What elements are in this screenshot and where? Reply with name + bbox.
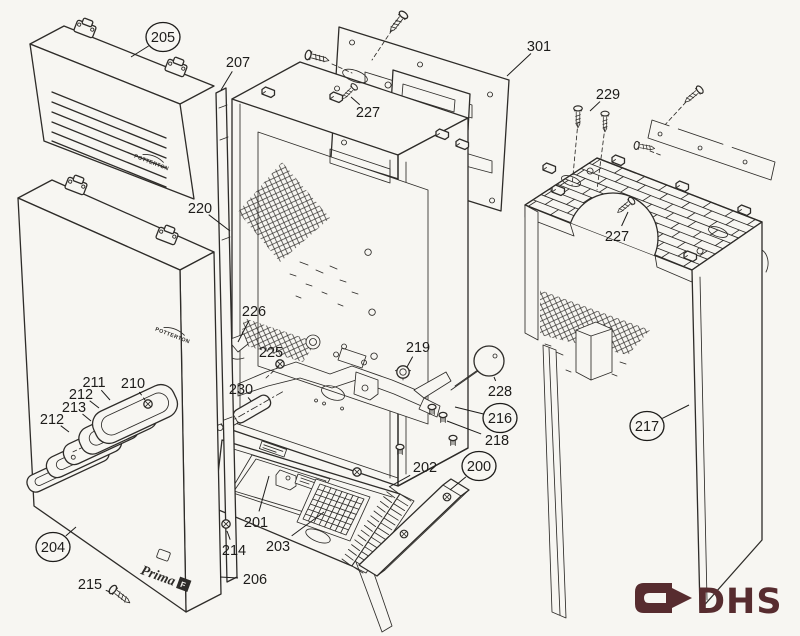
- inner-casing-217: [524, 84, 776, 619]
- part-label: 202: [388, 460, 437, 488]
- screw-head-icon: [221, 519, 231, 529]
- base-tray-201: [213, 439, 415, 633]
- svg-text:202: 202: [413, 460, 437, 476]
- blanking-disc-228: [450, 345, 505, 391]
- screw-head-icon: [399, 529, 409, 539]
- svg-text:203: 203: [266, 539, 290, 555]
- louvre-vents: [51, 91, 167, 188]
- svg-text:214: 214: [222, 543, 246, 559]
- part-label: 216: [454, 402, 518, 434]
- svg-text:215: 215: [78, 577, 102, 593]
- part-label: 203: [266, 511, 325, 555]
- svg-text:217: 217: [635, 419, 659, 435]
- svg-text:211: 211: [82, 375, 105, 391]
- svg-text:213: 213: [62, 400, 86, 416]
- svg-text:F: F: [179, 580, 187, 590]
- svg-text:229: 229: [596, 87, 620, 103]
- svg-text:220: 220: [188, 201, 212, 217]
- part-label: 200: [449, 450, 497, 491]
- svg-text:226: 226: [242, 304, 266, 320]
- spec-label: [258, 440, 288, 458]
- svg-text:204: 204: [41, 540, 65, 556]
- top-front-panel-205: POTTERTON: [29, 15, 215, 200]
- part-label: 204: [35, 526, 77, 563]
- part-label: 230: [229, 382, 253, 402]
- screw-head-icon: [352, 467, 362, 477]
- screw-icon: [681, 84, 706, 107]
- screw-icon: [385, 9, 410, 36]
- svg-text:301: 301: [527, 39, 551, 55]
- part-label: 217: [629, 404, 690, 442]
- part-label: 213: [62, 400, 92, 422]
- screw-icon: [633, 140, 656, 154]
- part-label: 206: [219, 572, 267, 588]
- side-strip-206-207: [215, 87, 238, 583]
- part-label: 212: [40, 412, 70, 433]
- part-label: 205: [130, 21, 181, 58]
- part-label: 219: [406, 340, 430, 368]
- svg-text:201: 201: [244, 515, 268, 531]
- dhs-arrow-icon: [635, 583, 672, 613]
- svg-text:219: 219: [406, 340, 430, 356]
- window-stack: [26, 383, 179, 493]
- svg-text:227: 227: [605, 229, 629, 245]
- svg-text:210: 210: [121, 376, 145, 392]
- svg-text:206: 206: [243, 572, 267, 588]
- screw-head-icon: [143, 399, 153, 409]
- part-label: 212: [69, 387, 100, 409]
- svg-text:218: 218: [485, 433, 509, 449]
- svg-text:216: 216: [488, 411, 512, 427]
- part-label: 215: [78, 577, 111, 593]
- screw-icon: [303, 48, 331, 66]
- svg-text:205: 205: [151, 30, 175, 46]
- dhs-arrow-icon: [666, 585, 692, 611]
- svg-text:230: 230: [229, 382, 253, 398]
- part-label: 229: [589, 87, 620, 112]
- cabinet-body: [216, 61, 505, 487]
- part-label: 226: [237, 304, 266, 343]
- part-label: 214: [222, 530, 246, 559]
- svg-text:227: 227: [356, 105, 380, 121]
- svg-text:207: 207: [226, 55, 250, 71]
- screw-head-icon: [275, 359, 285, 369]
- svg-text:DHS: DHS: [696, 582, 783, 622]
- bottom-panel-200: [358, 478, 470, 577]
- part-label: 227: [605, 211, 629, 245]
- part-label: 220: [188, 201, 231, 232]
- screw-icon: [107, 583, 134, 608]
- svg-text:212: 212: [40, 412, 64, 428]
- svg-text:212: 212: [69, 387, 93, 403]
- svg-text:225: 225: [259, 345, 283, 361]
- part-label: 227: [350, 96, 380, 121]
- dhs-logo: DHS: [635, 582, 783, 622]
- svg-text:228: 228: [488, 384, 512, 400]
- svg-text:200: 200: [467, 459, 491, 475]
- part-label: 207: [220, 55, 250, 91]
- part-label: 218: [446, 420, 509, 449]
- control-grid-203: [296, 478, 371, 542]
- part-label: 201: [244, 475, 270, 531]
- part-label: 301: [506, 39, 551, 77]
- part-label: 210: [121, 376, 146, 401]
- front-panel-204: POTTERTON Prima F: [17, 172, 222, 613]
- labels-layer: 205 207 301 227 229 227 220 226 225 230 219 228 216 2…: [35, 21, 690, 593]
- part-label: 225: [259, 345, 283, 361]
- part-label: 211: [82, 375, 111, 401]
- part-label: 228: [488, 376, 512, 400]
- screw-head-icon: [442, 492, 452, 502]
